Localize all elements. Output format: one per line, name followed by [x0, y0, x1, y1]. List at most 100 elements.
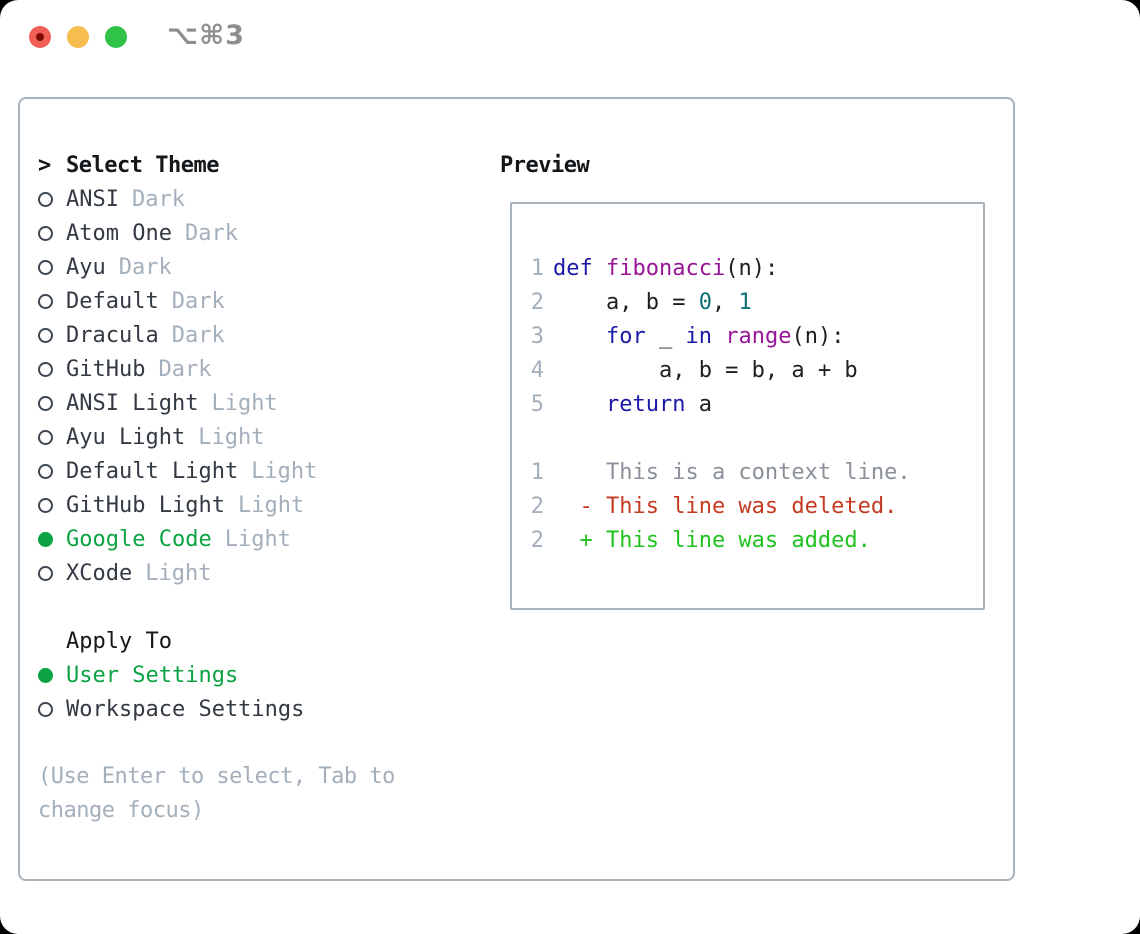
radio-icon	[38, 259, 53, 275]
theme-option-ansi-light[interactable]: ANSI Light Light	[38, 386, 478, 420]
line-number: 1	[530, 459, 544, 485]
select-theme-title: Select Theme	[66, 152, 219, 178]
apply-option-workspace-settings[interactable]: Workspace Settings	[38, 692, 478, 726]
theme-name: ANSI Light	[66, 390, 199, 416]
minimize-button[interactable]	[67, 26, 89, 48]
theme-name: Atom One	[66, 220, 172, 246]
token-keyword: in	[685, 323, 712, 349]
diff-preview: 1 This is a context line.2 - This line w…	[530, 455, 983, 557]
line-number: 2	[530, 493, 544, 519]
line-number: 2	[530, 289, 544, 315]
theme-option-atom-one[interactable]: Atom One Dark	[38, 216, 478, 250]
theme-option-default-light[interactable]: Default Light Light	[38, 454, 478, 488]
apply-option-label: Workspace Settings	[66, 696, 305, 722]
cursor-icon: >	[38, 152, 52, 178]
code-line: 4 a, b = b, a + b	[530, 353, 983, 387]
close-button[interactable]	[29, 26, 51, 48]
window-title: ⌥⌘3	[167, 20, 245, 51]
radio-icon	[38, 429, 53, 445]
diff-line-deleted: 2 - This line was deleted.	[530, 489, 983, 523]
token-plain: _	[645, 323, 686, 349]
theme-variant-tag: Dark	[184, 220, 238, 246]
theme-variant-tag: Light	[198, 424, 265, 450]
theme-variant-tag: Dark	[158, 356, 212, 382]
help-text: (Use Enter to select, Tab to change focu…	[38, 764, 395, 823]
radio-icon	[38, 701, 53, 717]
window-titlebar: ⌥⌘3	[0, 0, 1140, 75]
code-text: return a	[553, 392, 712, 417]
code-line: 2 a, b = 0, 1	[530, 285, 983, 319]
code-line: 5 return a	[530, 387, 983, 421]
theme-option-ayu-light[interactable]: Ayu Light Light	[38, 420, 478, 454]
diff-line-added: 2 + This line was added.	[530, 523, 983, 557]
theme-option-default[interactable]: Default Dark	[38, 284, 478, 318]
diff-text: + This line was added.	[553, 527, 871, 553]
diff-line-context: 1 This is a context line.	[530, 455, 983, 489]
line-number: 1	[530, 255, 544, 281]
theme-name: GitHub	[66, 356, 146, 382]
select-theme-header: > Select Theme	[38, 148, 478, 182]
token-plain: a, b =	[553, 289, 699, 315]
apply-to-header: Apply To	[38, 624, 478, 658]
token-plain: (n):	[725, 255, 779, 281]
theme-name: Default Light	[66, 458, 239, 484]
token-plain	[553, 324, 606, 349]
theme-variant-tag: Dark	[171, 288, 225, 314]
theme-variant-tag: Light	[237, 492, 305, 518]
token-plain: a, b = b, a + b	[553, 357, 858, 383]
radio-icon	[38, 565, 53, 581]
theme-variant-tag: Light	[145, 560, 212, 586]
line-number: 2	[530, 527, 544, 553]
theme-variant-tag: Light	[211, 390, 278, 416]
preview-header: Preview	[500, 148, 590, 182]
code-text: for _ in range(n):	[553, 324, 844, 349]
diff-text: This is a context line.	[553, 459, 911, 485]
token-function: fibonacci	[606, 255, 726, 281]
radio-selected-icon	[38, 667, 53, 683]
code-text: def fibonacci(n):	[553, 256, 778, 281]
radio-icon	[38, 463, 53, 479]
radio-selected-icon	[38, 531, 53, 547]
theme-variant-tag: Dark	[118, 254, 172, 280]
token-plain	[553, 392, 606, 417]
apply-option-user-settings[interactable]: User Settings	[38, 658, 478, 692]
token-keyword: def	[553, 255, 593, 281]
radio-icon	[38, 191, 53, 207]
line-number: 3	[530, 323, 544, 349]
diff-text: - This line was deleted.	[553, 493, 898, 519]
theme-name: Default	[66, 288, 159, 314]
radio-icon	[38, 497, 53, 513]
theme-option-github[interactable]: GitHub Dark	[38, 352, 478, 386]
code-line: 3 for _ in range(n):	[530, 319, 983, 353]
theme-name: ANSI	[66, 186, 119, 212]
theme-option-ansi[interactable]: ANSI Dark	[38, 182, 478, 216]
theme-variant-tag: Dark	[171, 322, 225, 348]
preview-title: Preview	[500, 152, 590, 178]
token-plain: a	[685, 391, 712, 417]
token-plain: ,	[711, 289, 739, 315]
token-literal: 0	[698, 289, 712, 315]
radio-icon	[38, 327, 53, 343]
maximize-button[interactable]	[105, 26, 127, 48]
theme-name: Ayu Light	[66, 424, 186, 450]
spacer	[38, 590, 478, 624]
token-plain	[712, 324, 725, 349]
token-function: range	[725, 323, 792, 349]
theme-variant-tag: Dark	[131, 186, 185, 212]
theme-variant-tag: Light	[251, 458, 318, 484]
theme-name: Google Code	[66, 526, 212, 552]
line-number: 4	[530, 357, 544, 383]
token-plain	[593, 256, 606, 281]
